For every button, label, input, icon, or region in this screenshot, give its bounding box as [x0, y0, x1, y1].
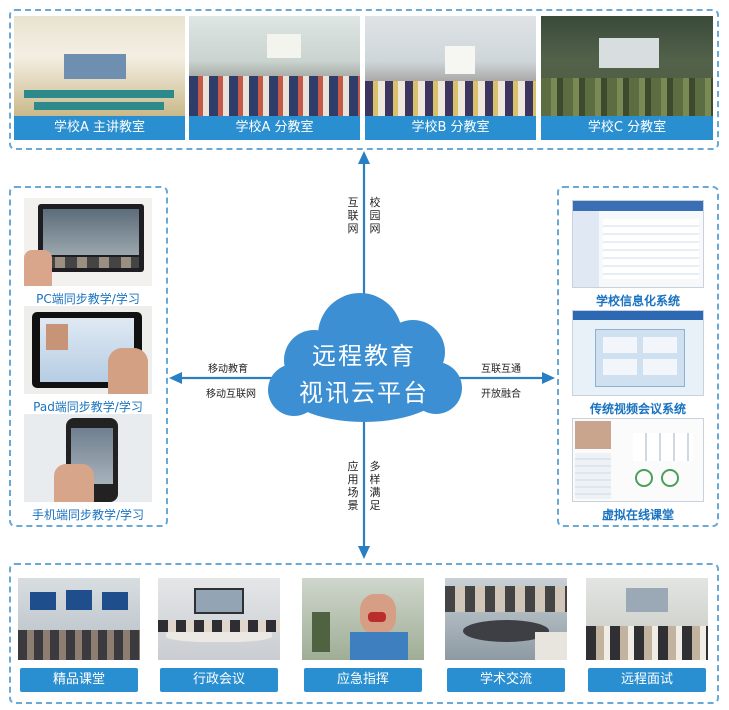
scenario-caption-remote-interview: 远程面试	[588, 668, 706, 692]
caption-school-a-branch: 学校A 分教室	[189, 116, 360, 140]
caption-school-a-main: 学校A 主讲教室	[14, 116, 185, 140]
school-info-system-caption: 学校信息化系统	[558, 292, 718, 309]
arrow-down-label-diverse: 多样满足	[368, 460, 382, 512]
school-info-system-screenshot	[572, 200, 704, 288]
classroom-photo-school-a-main	[14, 16, 185, 116]
arrow-right-label-open-integration: 开放融合	[481, 385, 521, 400]
arrow-right-label-interconnection: 互联互通	[481, 360, 521, 375]
caption-school-b-branch: 学校B 分教室	[365, 116, 536, 140]
arrow-left-label-mobile-internet: 移动互联网	[206, 385, 256, 400]
phone-device-photo	[24, 414, 152, 502]
virtual-classroom-screenshot	[572, 418, 704, 502]
cloud-title-line2: 视讯云平台	[274, 373, 454, 408]
scenario-caption-admin-meeting: 行政会议	[160, 668, 278, 692]
classroom-photo-school-a-branch	[189, 16, 360, 116]
scenario-photo-emergency-command	[302, 578, 424, 660]
video-conference-system-caption: 传统视频会议系统	[558, 400, 718, 417]
scenario-caption-emergency-command: 应急指挥	[304, 668, 422, 692]
pc-caption: PC端同步教学/学习	[10, 290, 166, 307]
scenario-photo-academic-exchange	[445, 578, 567, 660]
scenario-photo-remote-interview	[586, 578, 708, 660]
phone-caption: 手机端同步教学/学习	[10, 506, 166, 523]
scenario-caption-academic-exchange: 学术交流	[447, 668, 565, 692]
pad-caption: Pad端同步教学/学习	[10, 398, 166, 415]
scenario-photo-quality-class	[18, 578, 140, 660]
arrow-up-label-campus-network: 校园网	[368, 196, 382, 235]
caption-school-c-branch: 学校C 分教室	[541, 116, 713, 140]
virtual-classroom-caption: 虚拟在线课堂	[558, 506, 718, 523]
arrow-left-label-mobile-education: 移动教育	[208, 360, 248, 375]
scenario-photo-admin-meeting	[158, 578, 280, 660]
pc-device-photo	[24, 198, 152, 286]
classroom-photo-school-c-branch	[541, 16, 713, 116]
scenario-caption-quality-class: 精品课堂	[20, 668, 138, 692]
arrow-up-label-internet: 互联网	[346, 196, 360, 235]
pad-device-photo	[24, 306, 152, 394]
classroom-photo-school-b-branch	[365, 16, 536, 116]
video-conference-system-screenshot	[572, 310, 704, 396]
arrow-down-label-scenarios: 应用场景	[346, 460, 360, 512]
cloud-title-line1: 远程教育	[274, 336, 454, 371]
